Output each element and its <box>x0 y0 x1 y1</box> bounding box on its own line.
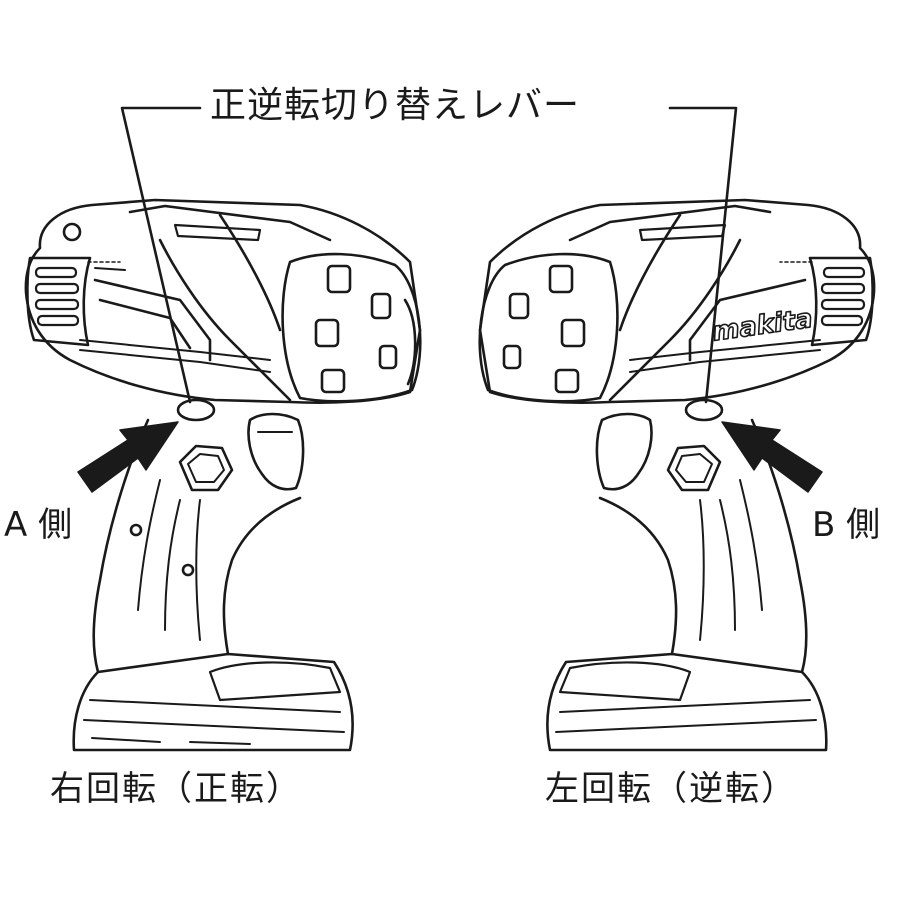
left-battery <box>72 652 354 752</box>
makita-logo: makita <box>711 304 815 348</box>
arrow-b-icon <box>721 421 823 493</box>
drill-left <box>24 198 422 752</box>
left-chuck <box>281 252 422 403</box>
left-hex-button <box>178 444 234 492</box>
right-lever <box>684 398 724 422</box>
arrow-a-icon <box>77 421 179 493</box>
left-rear-cap <box>26 256 92 347</box>
caption-reverse: 左回転（逆転） <box>545 769 797 809</box>
leader-line-left <box>120 106 202 404</box>
left-housing <box>24 198 422 404</box>
leader-line-right <box>668 106 738 404</box>
drill-right <box>478 198 876 752</box>
right-housing <box>478 198 876 404</box>
side-a-label: A 側 <box>4 505 73 545</box>
left-top-ridge <box>128 204 332 242</box>
left-trigger <box>247 412 305 491</box>
side-b-label: B 側 <box>812 505 881 545</box>
left-vents <box>34 266 80 327</box>
lever-title: 正逆転切り替えレバー <box>210 85 581 126</box>
caption-forward: 右回転（正転） <box>50 769 302 809</box>
left-lever <box>176 398 216 422</box>
